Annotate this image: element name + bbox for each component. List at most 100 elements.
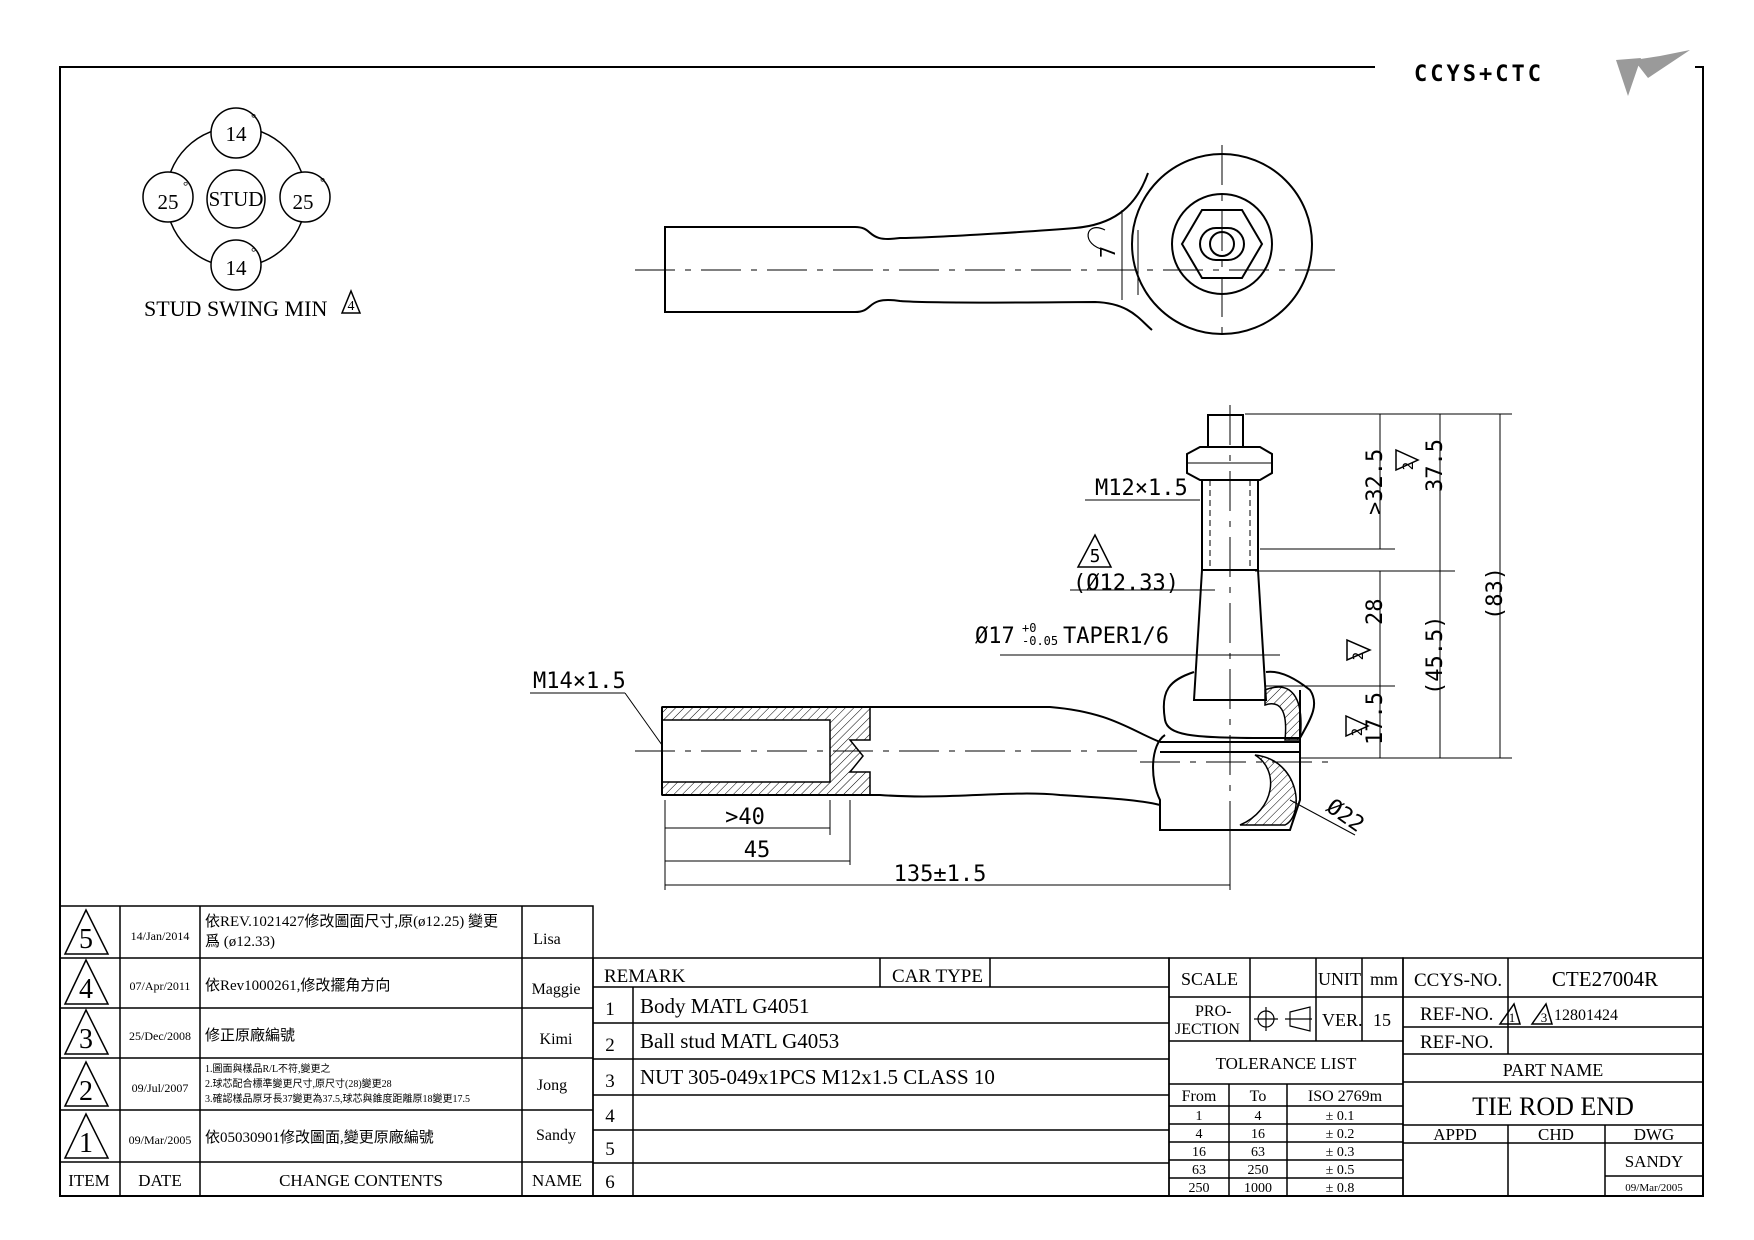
unit-value: mm (1370, 969, 1398, 989)
dim-m14: M14×1.5 (533, 669, 626, 694)
rev2-number: 2 (1401, 462, 1417, 470)
rev-content: 依05030901修改圖面,變更原廠編號 (205, 1128, 434, 1146)
remark-table-text: REMARK CAR TYPE 1 2 3 4 5 6 Body MATL G4… (604, 966, 995, 1193)
remark-label: REMARK (604, 966, 686, 987)
logo-text: CCYS+CTC (1414, 62, 1544, 87)
tol-from: 4 (1196, 1127, 1203, 1142)
swing-right-value: 25 (293, 190, 314, 214)
title-block-right (1402, 957, 1704, 1197)
title-block-left (1168, 957, 1404, 1197)
rev-content: 修正原廠編號 (205, 1026, 295, 1044)
dim-45-5: (45.5) (1423, 616, 1448, 695)
swing-bottom-value: 14 (226, 256, 248, 280)
rev-header-date: DATE (138, 1171, 181, 1190)
tol-to: 250 (1248, 1163, 1269, 1178)
ref-no2-label: REF-NO. (1420, 1032, 1493, 1053)
rev-content: 1.圖面與樣品R/L不符,變更之 (205, 1062, 331, 1075)
dim-37-5: 37.5 (1423, 439, 1448, 492)
ref-rev-a: 1 (1509, 1010, 1516, 1025)
rev-name: Maggie (532, 981, 581, 998)
revision-triangles-drawing (1076, 448, 1420, 738)
ccys-no-value: CTE27004R (1552, 967, 1658, 991)
ver-label: VER. (1322, 1010, 1363, 1030)
hatched-sections (661, 686, 1302, 826)
remark-index: 4 (605, 1106, 615, 1127)
revision-table-text: 5 4 3 2 1 14/Jan/2014 07/Apr/2011 25/Dec… (68, 913, 582, 1190)
rev-content: 依Rev1000261,修改擺角方向 (205, 977, 390, 994)
rev-content: 2.球芯配合標準變更尺寸,原尺寸(28)變更28 (205, 1077, 392, 1090)
dim-17-5: 17.5 (1363, 692, 1388, 745)
appd-label: APPD (1433, 1125, 1476, 1144)
swing-center-label: STUD (209, 187, 264, 211)
title-block-right-text: CCYS-NO. CTE27004R REF-NO. 1 3 12801424 … (1414, 967, 1683, 1194)
swing-revision-number: 4 (348, 299, 355, 314)
company-logo: CCYS+CTC (1414, 50, 1690, 96)
dim-7 (1121, 210, 1139, 300)
dimension-lines (530, 413, 1512, 890)
degree-mark: ° (251, 244, 256, 259)
stud-swing-diagram (142, 107, 362, 314)
dim-45: 45 (744, 838, 771, 863)
rev-header-name: NAME (532, 1171, 582, 1190)
tol-from: 1 (1196, 1109, 1203, 1124)
rev-date: 07/Apr/2011 (130, 979, 191, 993)
tol-value: ± 0.5 (1326, 1163, 1355, 1178)
dim-135: 135±1.5 (894, 862, 987, 887)
dim-7-label: 7 (1096, 246, 1120, 258)
degree-mark: ° (183, 178, 188, 193)
remark-index: 3 (605, 1071, 615, 1092)
ccys-no-label: CCYS-NO. (1414, 970, 1502, 991)
unit-label: UNIT (1318, 969, 1361, 989)
rev-date: 14/Jan/2014 (131, 929, 190, 943)
tol-header-iso: ISO 2769m (1308, 1088, 1383, 1105)
rev-content: 3.確認樣品原牙長37變更為37.5,球芯與錐度距離原18變更17.5 (205, 1092, 470, 1105)
dim-taper-tol-up: +0 (1022, 621, 1036, 635)
rev-content: 爲 (ø12.33) (205, 933, 275, 950)
side-view (661, 414, 1316, 831)
remark-text: Ball stud MATL G4053 (640, 1029, 839, 1053)
remark-text: Body MATL G4051 (640, 994, 810, 1018)
dwg-name: SANDY (1625, 1152, 1684, 1171)
rev-date: 25/Dec/2008 (129, 1029, 191, 1043)
tol-header-to: To (1250, 1088, 1267, 1105)
chd-label: CHD (1538, 1125, 1574, 1144)
rev-name: Kimi (540, 1031, 573, 1048)
remark-index: 1 (605, 999, 615, 1020)
rev-item: 5 (79, 924, 93, 955)
tol-value: ± 0.2 (1326, 1127, 1355, 1142)
rev-name: Lisa (533, 931, 561, 948)
dwg-label: DWG (1634, 1125, 1675, 1144)
swing-revision-triangle-icon (340, 289, 362, 314)
remark-index: 5 (605, 1139, 615, 1160)
tol-from: 63 (1192, 1163, 1206, 1178)
dim-32-5: >32.5 (1363, 449, 1388, 515)
ver-value: 15 (1373, 1010, 1391, 1030)
top-view (664, 153, 1313, 335)
tol-from: 16 (1192, 1145, 1206, 1160)
tol-header-from: From (1182, 1088, 1217, 1105)
rev-header-item: ITEM (68, 1171, 110, 1190)
tol-to: 16 (1251, 1127, 1265, 1142)
rev-item: 4 (79, 974, 93, 1005)
swing-caption: STUD SWING MIN (144, 296, 327, 321)
rev5-number: 5 (1090, 546, 1101, 567)
dimension-texts: M12×1.5 (Ø12.33) 5 Ø17 +0 -0.05 TAPER1/6… (533, 439, 1508, 887)
remark-text: NUT 305-049x1PCS M12x1.5 CLASS 10 (640, 1065, 995, 1089)
degree-mark: ° (251, 110, 256, 125)
ref-no-label: REF-NO. (1420, 1004, 1493, 1025)
projection-label: JECTION (1175, 1021, 1240, 1038)
remark-index: 6 (605, 1172, 615, 1193)
rev2-number: 2 (1351, 652, 1367, 660)
rev-name: Sandy (536, 1127, 576, 1144)
car-type-label: CAR TYPE (892, 966, 983, 987)
tol-to: 63 (1251, 1145, 1265, 1160)
tol-to: 1000 (1244, 1181, 1272, 1196)
part-name-label: PART NAME (1503, 1060, 1603, 1080)
swing-left-value: 25 (158, 190, 179, 214)
dim-taper-main: Ø17 (975, 624, 1015, 649)
title-block-left-text: SCALE UNIT mm PRO- JECTION VER. 15 TOLER… (1175, 969, 1398, 1196)
rev-header-content: CHANGE CONTENTS (279, 1171, 443, 1190)
rev2-number: 2 (1350, 728, 1366, 736)
rev-content: 依REV.1021427修改圖面尺寸,原(ø12.25) 變更 (205, 913, 498, 930)
tol-value: ± 0.3 (1326, 1145, 1355, 1160)
